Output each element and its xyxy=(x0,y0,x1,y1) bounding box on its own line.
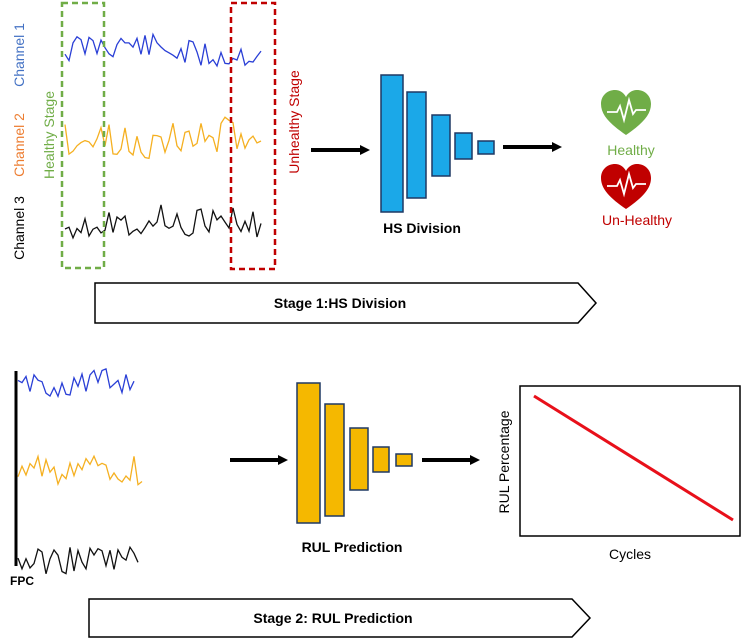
channel-2-signal xyxy=(64,116,262,160)
hs-layer-2 xyxy=(406,91,427,199)
hs-division-network xyxy=(380,74,495,213)
stage1-banner-label: Stage 1:HS Division xyxy=(274,295,406,311)
rul-chart-ylabel: RUL Percentage xyxy=(496,410,512,513)
heart-pulse-icon xyxy=(601,90,651,135)
rul-layer-1 xyxy=(296,382,321,524)
rul-layer-2 xyxy=(324,403,345,517)
hs-division-label: HS Division xyxy=(383,220,461,236)
channel-1-signal xyxy=(64,32,262,68)
channel-2-signal xyxy=(17,454,143,487)
healthy-output-label: Healthy xyxy=(607,142,654,158)
channel-1-label: Channel 1 xyxy=(11,23,27,87)
rul-prediction-network xyxy=(296,382,413,524)
hs-layer-1 xyxy=(380,74,404,213)
unhealthy-stage-box xyxy=(229,1,277,271)
rul-prediction-label: RUL Prediction xyxy=(302,539,403,555)
heart-pulse-icon xyxy=(601,164,651,209)
hs-layer-3 xyxy=(431,114,451,177)
rul-layer-4 xyxy=(372,446,390,473)
healthy-stage-label: Healthy Stage xyxy=(41,91,57,179)
rul-chart-xlabel: Cycles xyxy=(609,546,651,562)
channel-1-signal xyxy=(17,368,135,399)
fpc-label: FPC xyxy=(10,574,34,588)
hs-layer-4 xyxy=(454,132,473,160)
channel-3-signal xyxy=(17,545,139,575)
rul-layer-5 xyxy=(395,453,413,467)
channel-3-signal xyxy=(64,204,262,240)
hs-layer-5 xyxy=(477,140,495,155)
channel-2-label: Channel 2 xyxy=(11,113,27,177)
rul-line xyxy=(533,394,734,522)
stage2-banner-label: Stage 2: RUL Prediction xyxy=(253,610,412,626)
unhealthy-output-label: Un-Healthy xyxy=(602,212,672,228)
stage1-banner xyxy=(94,282,598,324)
rul-layer-3 xyxy=(349,427,369,491)
stage2-banner xyxy=(88,598,592,638)
unhealthy-stage-label: Unhealthy Stage xyxy=(286,70,302,174)
healthy-stage-box xyxy=(60,1,106,270)
channel-3-label: Channel 3 xyxy=(11,196,27,260)
